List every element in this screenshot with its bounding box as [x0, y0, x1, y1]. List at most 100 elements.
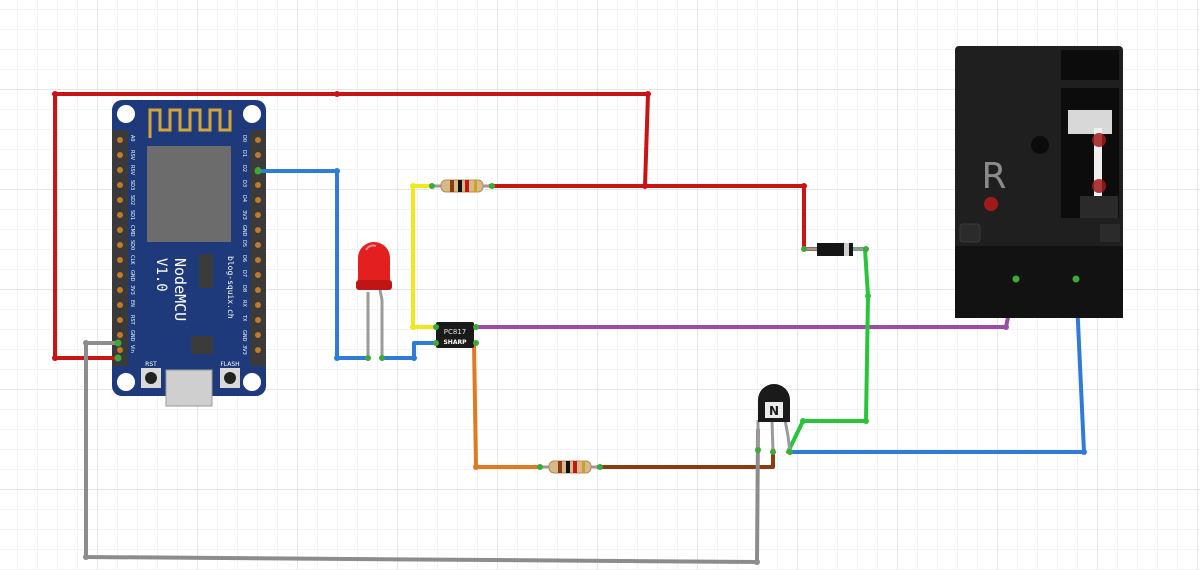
opto-part-label: PC817	[444, 328, 466, 336]
terminal	[379, 355, 385, 361]
terminal	[365, 355, 371, 361]
blue-wire-led-opto	[380, 341, 438, 360]
mount-hole-top-right	[243, 105, 261, 123]
yellow-wire	[411, 184, 438, 329]
joint	[801, 183, 807, 189]
joint	[865, 293, 871, 299]
left-pin-label: SD2	[129, 195, 135, 205]
transistor-lead	[783, 419, 792, 453]
right-header-pin	[255, 242, 261, 248]
led-dome	[358, 242, 390, 288]
left-pin-label: CLK	[129, 255, 135, 265]
chip-regulator	[191, 336, 213, 354]
opto-body	[436, 322, 474, 348]
transistor-marking: N	[769, 404, 779, 418]
resistor-band	[450, 180, 454, 192]
pin-vin-terminal	[114, 354, 122, 362]
right-pin-label: D3	[241, 180, 247, 187]
left-header-pin	[117, 302, 123, 308]
diode	[804, 243, 866, 256]
relay-rivet	[1092, 179, 1106, 193]
right-header-pin	[255, 302, 261, 308]
antenna-trace	[148, 108, 232, 138]
relay-corner-mark	[1100, 224, 1120, 242]
resistor-band	[582, 461, 585, 473]
terminal	[429, 183, 435, 189]
right-header-pin	[255, 272, 261, 278]
npn-transistor: N	[756, 384, 792, 453]
transistor-lead	[770, 419, 775, 453]
right-header-pin	[255, 257, 261, 263]
joint	[1081, 449, 1087, 455]
board-credit: blog-squix.ch	[226, 256, 235, 319]
terminal	[473, 340, 479, 346]
resistor-band	[465, 180, 469, 192]
joint	[1003, 324, 1009, 330]
resistor-band	[458, 180, 462, 192]
chip-small	[199, 254, 213, 288]
terminal	[755, 447, 761, 453]
esp-module	[147, 146, 231, 242]
left-header-pin	[117, 182, 123, 188]
right-pin-label: D8	[241, 285, 247, 292]
joint	[863, 418, 869, 424]
rst-label: RST	[145, 361, 157, 368]
board-version: V1.0	[153, 258, 169, 292]
resistor-band	[558, 461, 562, 473]
joint	[473, 464, 479, 470]
led-lead-anode	[378, 289, 384, 358]
mount-hole-bottom-left	[117, 373, 135, 391]
right-header-pin	[255, 227, 261, 233]
terminal	[489, 183, 495, 189]
right-header-pin	[255, 347, 261, 353]
relay-terminal	[1072, 275, 1080, 283]
wire-joints	[52, 91, 1087, 565]
joint	[410, 183, 416, 189]
green-wire	[786, 247, 870, 454]
right-pin-label: TX	[241, 314, 247, 322]
joint	[83, 554, 89, 560]
left-header-pin	[117, 152, 123, 158]
diode-stripe	[844, 243, 849, 256]
terminal	[473, 324, 479, 330]
relay-logo: R	[981, 156, 1006, 197]
joint	[334, 355, 340, 361]
left-pin-label: GND	[129, 270, 135, 282]
right-header-pin	[255, 287, 261, 293]
right-header-pin	[255, 317, 261, 323]
terminal	[433, 324, 439, 330]
terminal	[801, 246, 807, 252]
left-header-pin	[117, 227, 123, 233]
right-header-pin	[255, 212, 261, 218]
terminal	[597, 464, 603, 470]
left-pin-label: RST	[129, 315, 135, 326]
left-pin-label: SD3	[129, 180, 135, 190]
right-pin-label: D5	[241, 240, 247, 247]
led-highlight	[365, 244, 377, 251]
left-header-pin	[117, 137, 123, 143]
joint	[645, 91, 651, 97]
right-pin-label: RX	[241, 300, 247, 307]
left-pin-label: EN	[129, 300, 135, 307]
left-header-pin	[117, 287, 123, 293]
relay-armature	[1094, 128, 1102, 214]
left-header-pin	[117, 212, 123, 218]
relay-contact-plate	[1068, 110, 1112, 134]
red-led	[356, 242, 392, 358]
left-pin-label: RSV	[129, 150, 135, 161]
joint	[334, 168, 340, 174]
right-pin-label: 3V3	[241, 345, 247, 355]
left-pin-label: Vin	[129, 345, 135, 353]
left-header-pin	[117, 167, 123, 173]
joint	[334, 91, 340, 97]
mount-hole-bottom-right	[243, 373, 261, 391]
terminal	[433, 340, 439, 346]
right-header-pin	[255, 332, 261, 338]
right-pin-label: GND	[241, 225, 247, 237]
relay-rivet	[1092, 133, 1106, 147]
purple-wire	[472, 277, 1018, 329]
relay-module: R	[955, 46, 1123, 318]
relay-led-dot	[984, 197, 998, 211]
